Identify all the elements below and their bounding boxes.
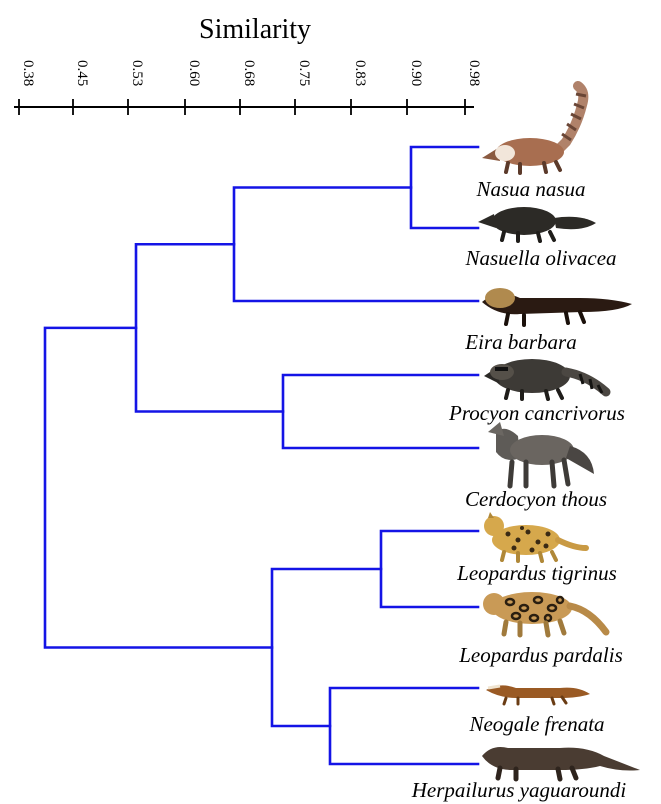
axis-tick-label: 0.75 [296,60,312,86]
dendrogram-branch [136,244,283,411]
taxon-label-nasuella-olivacea: Nasuella olivacea [464,246,616,270]
fox-illustration [488,422,594,486]
axis-tick-label: 0.83 [352,60,368,86]
oncilla-illustration [484,512,586,561]
jaguarundi-illustration [482,747,640,779]
taxon-label-nasua-nasua: Nasua nasua [475,177,585,201]
axis-tick-label: 0.98 [466,60,482,86]
axis-tick-label: 0.38 [20,60,36,86]
axis-tick-label: 0.68 [241,60,257,86]
taxon-label-neogale-frenata: Neogale frenata [468,712,604,736]
axis-title: Similarity [199,14,311,45]
taxon-label-procyon-cancrivorus: Procyon cancrivorus [448,401,625,425]
taxon-label-eira-barbara: Eira barbara [464,330,576,354]
similarity-axis: Similarity 0.38 0.45 0.53 0.60 0.68 0.75 0.83 0… [14,14,482,115]
dendrogram-branch [45,328,272,648]
coati-illustration [482,86,586,173]
taxon-labels: Nasua nasua Nasuella olivacea Eira barba… [411,177,627,802]
taxon-label-leopardus-tigrinus: Leopardus tigrinus [456,561,617,585]
raccoon-illustration [484,359,606,399]
taxon-label-cerdocyon-thous: Cerdocyon thous [465,487,607,511]
dendrogram-branch [411,147,478,228]
dendrogram-branch [234,188,478,302]
weasel-illustration [486,685,590,704]
axis-tick-label: 0.90 [408,60,424,86]
tayra-illustration [482,288,632,325]
dendrogram-branch [330,688,478,764]
dendrogram-tree [45,147,478,764]
axis-tick-label: 0.53 [129,60,145,86]
axis-tick-label: 0.60 [186,60,202,86]
axis-tick-label: 0.45 [74,60,90,86]
taxon-label-herpailurus-yaguaroundi: Herpailurus yaguaroundi [411,778,627,802]
dendrogram-branch [272,569,381,726]
taxon-label-leopardus-pardalis: Leopardus pardalis [458,643,623,667]
ocelot-illustration [483,592,606,635]
mountain-coati-illustration [478,207,596,241]
